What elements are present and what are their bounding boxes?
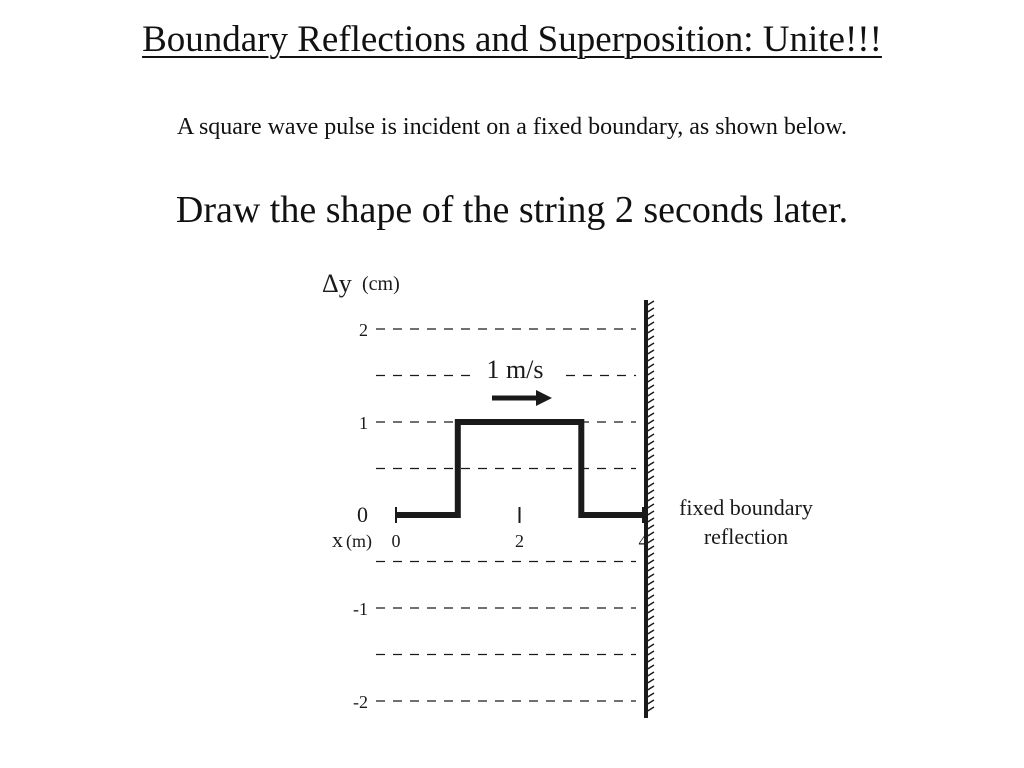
boundary-label: reflection (704, 524, 788, 549)
velocity-arrowhead (536, 390, 552, 406)
x-tick-marks (395, 507, 644, 523)
x-axis-symbol: x (332, 527, 343, 552)
x-tick-label: 4 (639, 531, 648, 551)
x-axis-unit: (m) (346, 531, 372, 552)
intro-text: A square wave pulse is incident on a fix… (176, 114, 848, 140)
y-axis-unit: (cm) (362, 273, 400, 295)
x-tick-label: 0 (392, 531, 401, 551)
y-tick-label: 1 (359, 413, 368, 433)
velocity-label: 1 m/s (486, 355, 543, 384)
y-tick-label: -2 (353, 692, 368, 712)
y-tick-label: -1 (353, 599, 368, 619)
y-axis-symbol: Δy (322, 269, 352, 298)
prompt-text: Draw the shape of the string 2 seconds l… (175, 189, 849, 231)
y-tick-label: 0 (357, 502, 368, 527)
slide-title: Boundary Reflections and Superposition: … (142, 19, 882, 60)
boundary-label: fixed boundary (679, 495, 813, 520)
dashed-gridlines (376, 328, 636, 702)
square-wave-pulse (396, 419, 643, 518)
y-tick-label: 2 (359, 320, 368, 340)
x-tick-label: 2 (515, 531, 524, 551)
